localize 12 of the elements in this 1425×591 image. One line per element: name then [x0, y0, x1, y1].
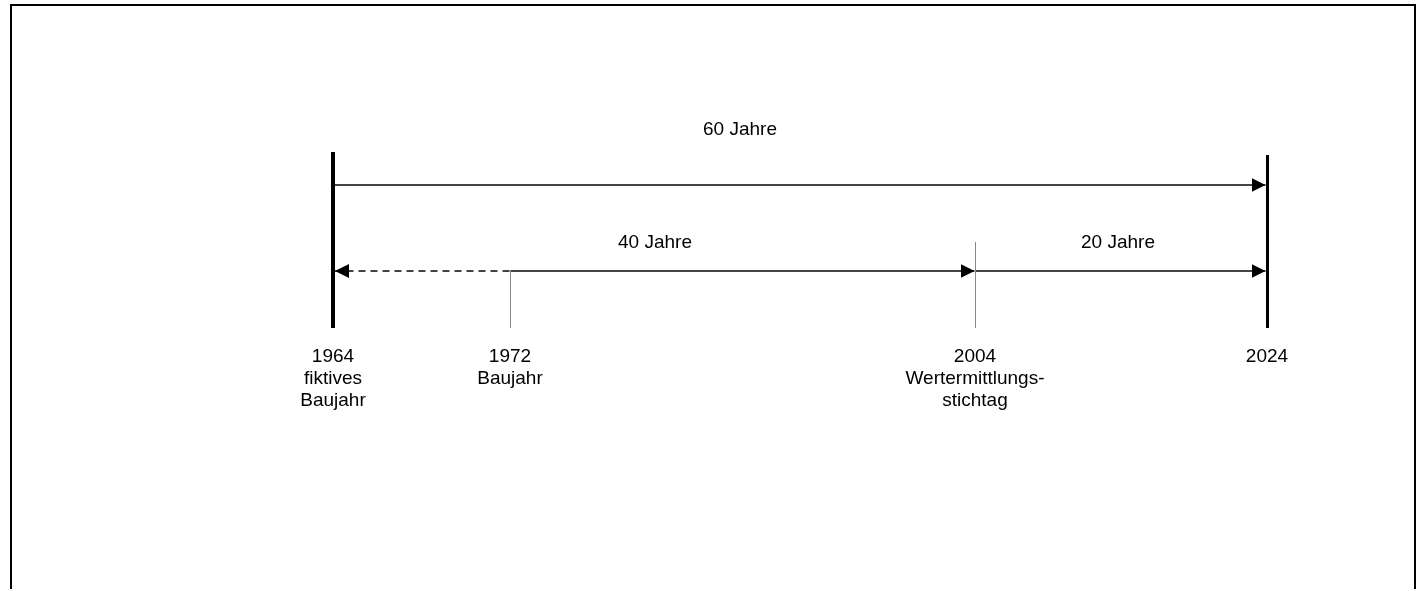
timeline-tick: [509, 270, 511, 328]
timeline-tick: [974, 242, 976, 328]
arrow: [974, 264, 1267, 278]
dashed-arrow: [334, 264, 511, 278]
year-caption: 1972 Baujahr: [477, 345, 543, 389]
year-caption: 1964 fiktives Baujahr: [300, 345, 366, 411]
year-caption: 2004 Wertermittlungs- stichtag: [905, 345, 1045, 411]
arrow: [334, 178, 1267, 192]
arrow: [509, 264, 976, 278]
year-caption: 2024: [1245, 345, 1289, 367]
timeline-tick: [331, 152, 335, 328]
timeline-tick: [1265, 155, 1269, 328]
